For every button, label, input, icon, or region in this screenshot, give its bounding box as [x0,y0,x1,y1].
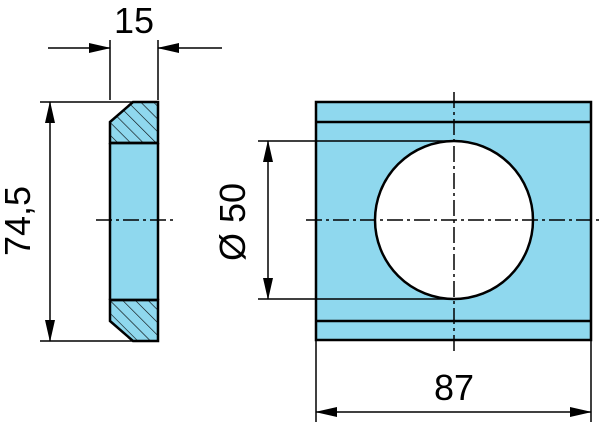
front-view [306,92,600,352]
width-label: 87 [434,367,474,408]
height-dimension: 74,5 [0,101,133,342]
width-dimension: 87 [315,340,592,422]
side-view [96,100,176,343]
diameter-label: Ø 50 [212,183,253,261]
height-label: 74,5 [0,186,38,256]
thickness-dimension: 15 [48,0,222,100]
side-body [110,143,158,300]
thickness-label: 15 [114,0,154,41]
diameter-dimension: Ø 50 [212,140,454,300]
